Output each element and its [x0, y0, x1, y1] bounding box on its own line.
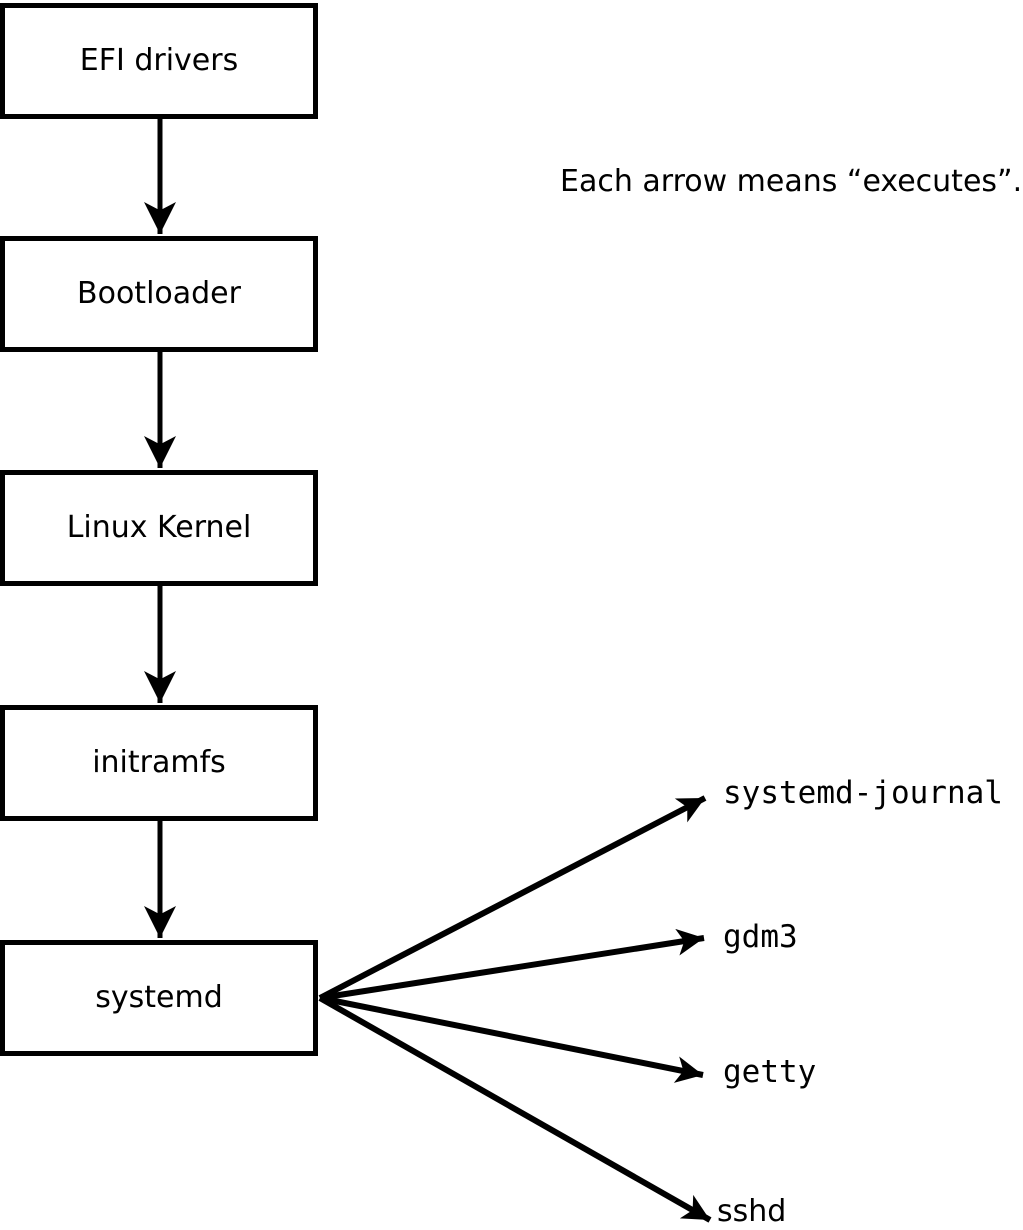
box-systemd-label: systemd	[95, 980, 223, 1015]
box-initramfs: initramfs	[0, 705, 318, 821]
arrow-systemd-to-gdm3	[319, 928, 705, 1001]
box-efi-drivers: EFI drivers	[0, 3, 318, 119]
box-linux-kernel: Linux Kernel	[0, 470, 318, 586]
arrow-legend-caption: Each arrow means “executes”.	[560, 164, 1023, 199]
box-initramfs-label: initramfs	[92, 745, 226, 780]
arrow-systemd-to-sshd	[318, 995, 712, 1223]
arrow-systemd-to-journal	[318, 795, 707, 1001]
box-bootloader-label: Bootloader	[77, 276, 241, 311]
box-bootloader: Bootloader	[0, 236, 318, 352]
process-label-sshd: sshd	[717, 1194, 787, 1229]
process-label-getty: getty	[723, 1054, 817, 1090]
process-label-gdm3: gdm3	[723, 919, 798, 955]
box-linux-kernel-label: Linux Kernel	[66, 510, 252, 545]
arrow-systemd-to-getty	[319, 995, 704, 1083]
box-efi-drivers-label: EFI drivers	[79, 43, 239, 78]
process-label-systemd-journal: systemd-journal	[723, 775, 1003, 811]
box-systemd: systemd	[0, 940, 318, 1056]
